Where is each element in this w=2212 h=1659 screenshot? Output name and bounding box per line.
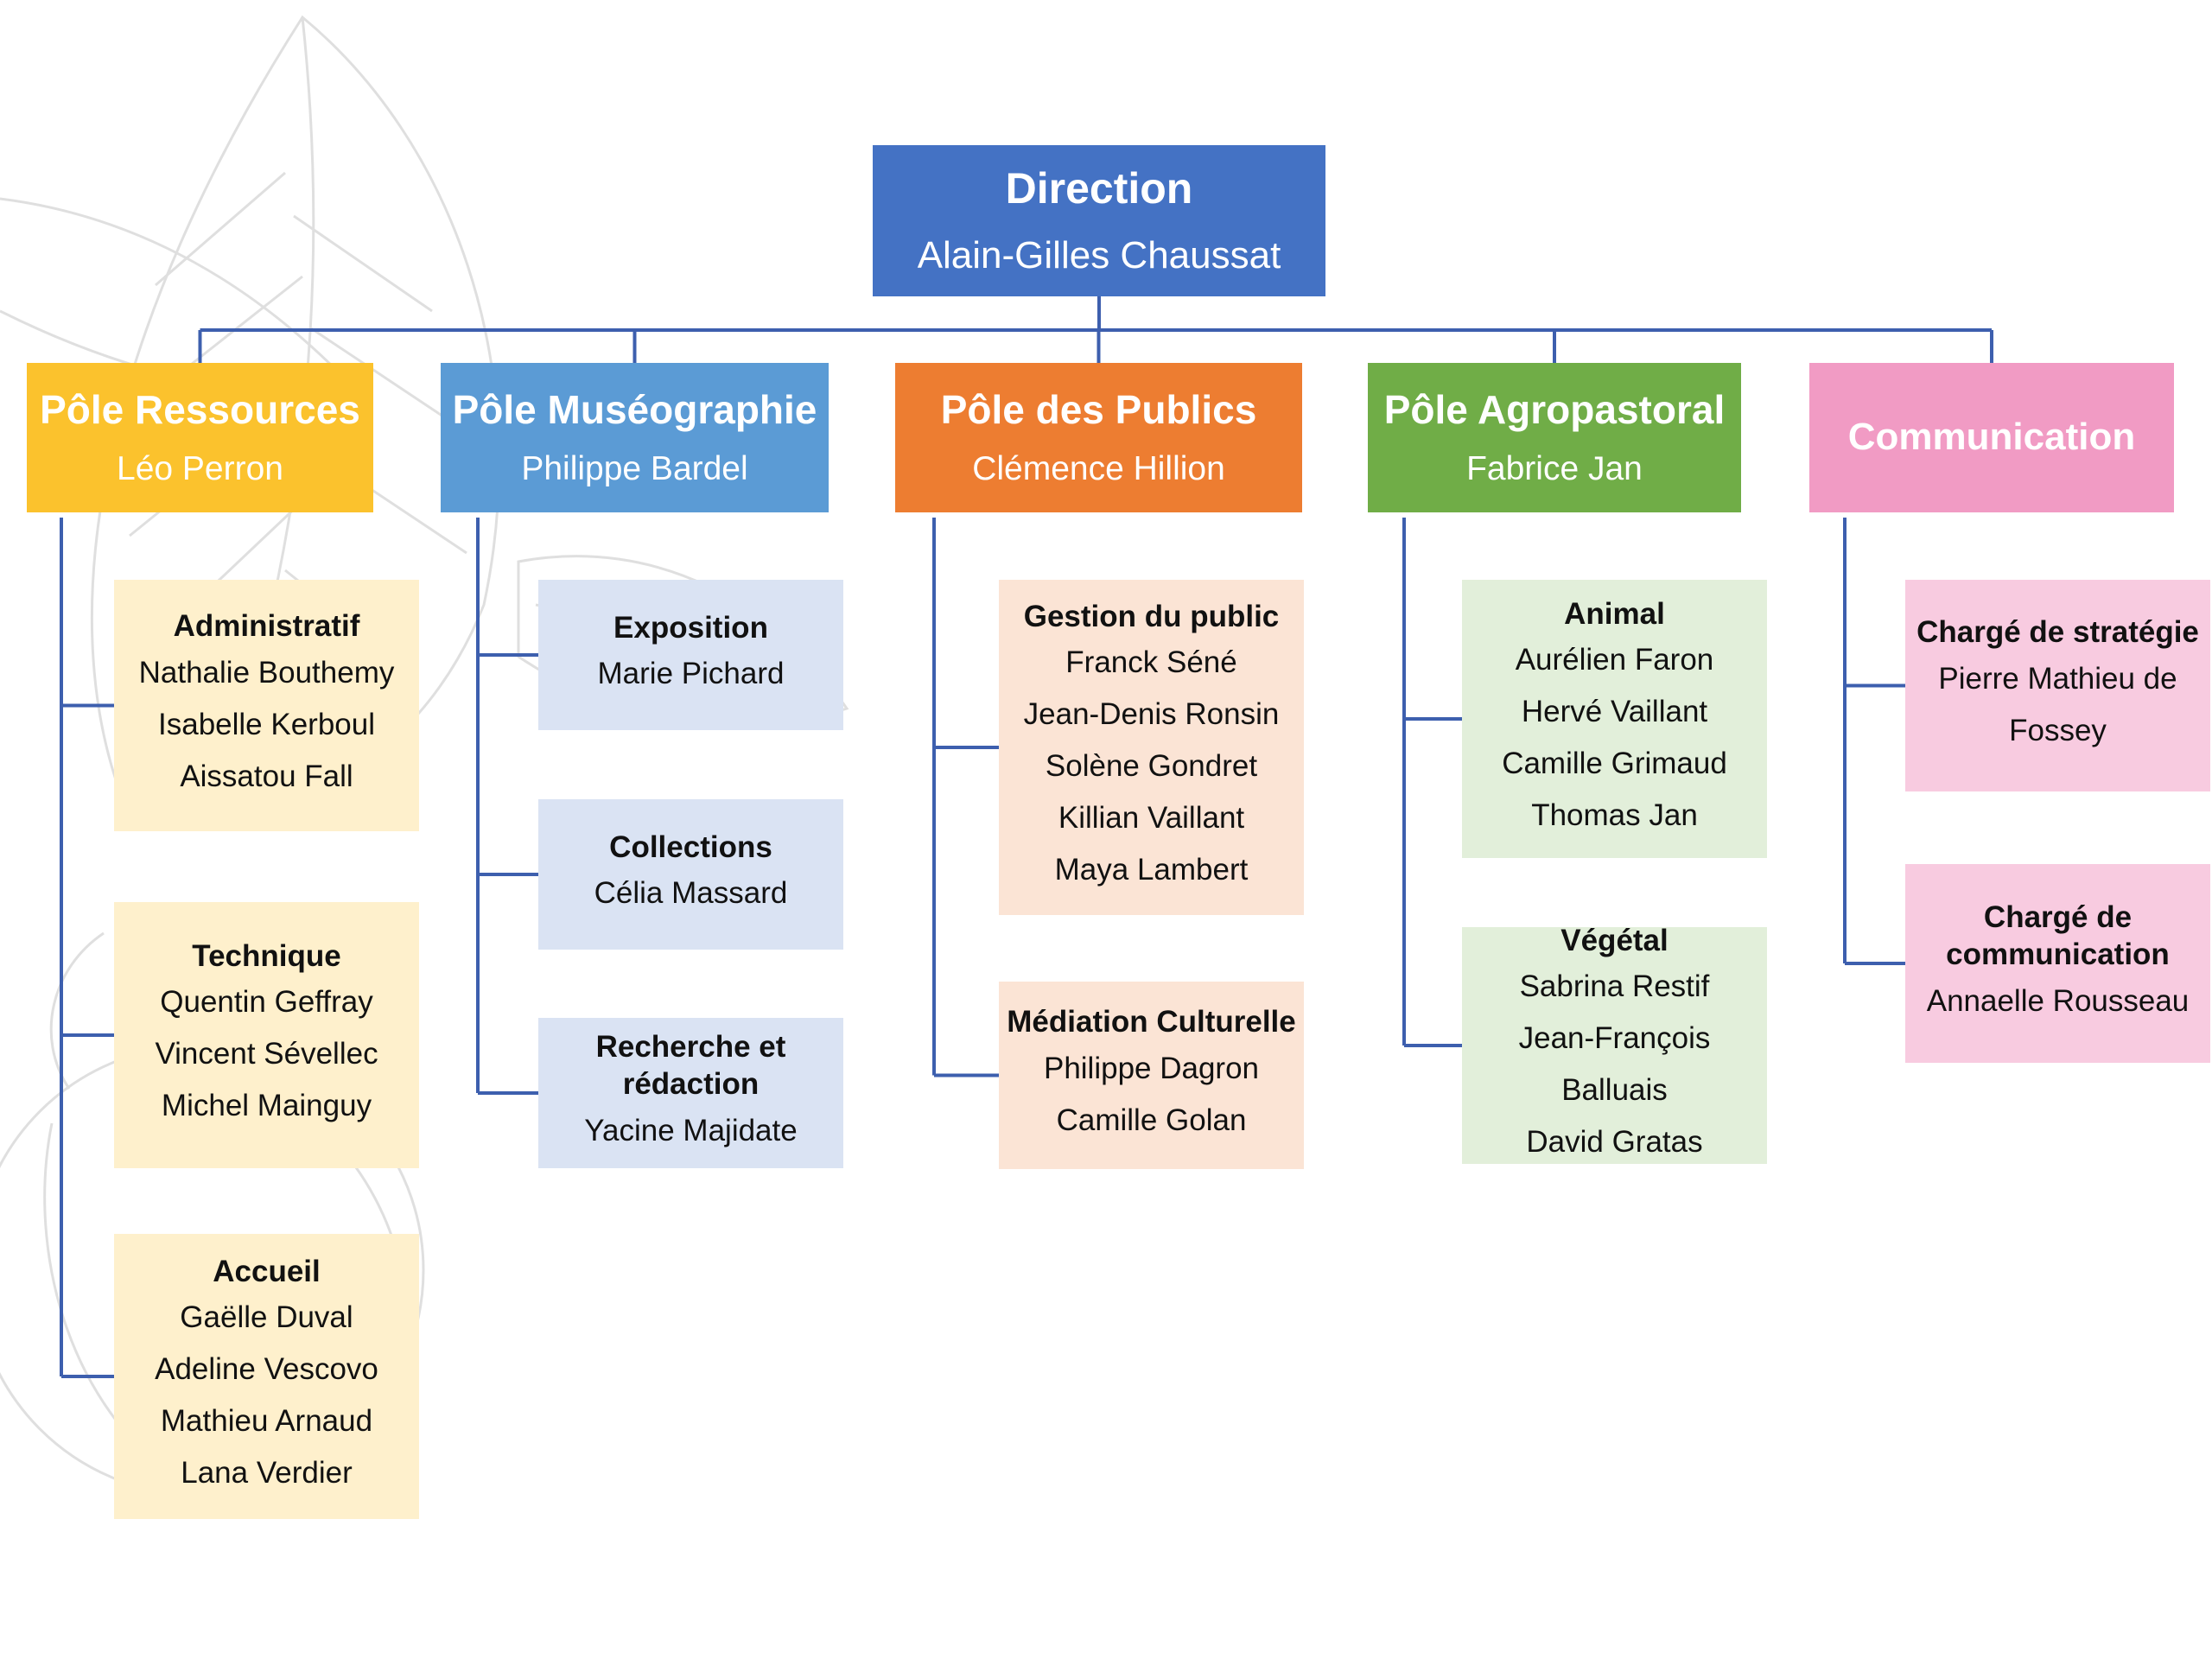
pole-title: Pôle Muséographie bbox=[452, 386, 817, 432]
unit-member: Lana Verdier bbox=[181, 1456, 353, 1491]
unit-title: Chargé de communication bbox=[1946, 900, 2170, 971]
unit-member: Gaëlle Duval bbox=[180, 1300, 353, 1335]
unit-title: Collections bbox=[609, 830, 772, 864]
unit-member: Killian Vaillant bbox=[1058, 801, 1245, 836]
unit-title: Recherche et rédaction bbox=[595, 1030, 786, 1101]
pole-head-name: Clémence Hillion bbox=[972, 449, 1225, 487]
unit-member: Célia Massard bbox=[594, 876, 788, 911]
unit-title: Végétal bbox=[1560, 923, 1669, 957]
pole-head-name: Philippe Bardel bbox=[521, 449, 748, 487]
unit-member: Philippe Dagron bbox=[1043, 1051, 1260, 1085]
unit-member: Camille Grimaud bbox=[1502, 747, 1727, 781]
unit-member: Nathalie Bouthemy bbox=[138, 655, 395, 690]
unit-member: David Gratas bbox=[1526, 1125, 1703, 1160]
pole-title: Pôle Ressources bbox=[40, 386, 360, 432]
unit-member: Quentin Geffray bbox=[160, 985, 373, 1020]
unit-member: Isabelle Kerboul bbox=[158, 707, 375, 741]
unit-member: Sabrina Restif bbox=[1519, 969, 1710, 1004]
unit-title: Gestion du public bbox=[1023, 599, 1280, 633]
unit-member: Mathieu Arnaud bbox=[160, 1404, 373, 1439]
unit-member: Aissatou Fall bbox=[180, 759, 353, 793]
pole-title: Communication bbox=[1847, 416, 2136, 459]
direction-title: Direction bbox=[1005, 164, 1193, 213]
unit-member: Jean-François Balluais bbox=[1518, 1021, 1711, 1108]
unit-title: Exposition bbox=[613, 610, 768, 645]
unit-member: Camille Golan bbox=[1056, 1103, 1247, 1137]
unit-member: Aurélien Faron bbox=[1515, 643, 1714, 677]
unit-member: Michel Mainguy bbox=[161, 1089, 372, 1123]
unit-title: Accueil bbox=[213, 1254, 321, 1288]
unit-member: Maya Lambert bbox=[1054, 853, 1249, 887]
unit-member: Yacine Majidate bbox=[584, 1113, 798, 1147]
unit-member: Pierre Mathieu de Fossey bbox=[1938, 661, 2177, 747]
unit-member: Adeline Vescovo bbox=[155, 1352, 378, 1387]
pole-head-name: Fabrice Jan bbox=[1466, 449, 1643, 487]
unit-title: Administratif bbox=[173, 609, 360, 644]
unit-member: Jean-Denis Ronsin bbox=[1023, 697, 1280, 732]
unit-title: Médiation Culturelle bbox=[1007, 1005, 1296, 1039]
pole-communication: Communication bbox=[1809, 363, 2174, 512]
direction-name: Alain-Gilles Chaussat bbox=[917, 234, 1281, 277]
unit-title: Animal bbox=[1564, 596, 1665, 631]
unit-title: Technique bbox=[192, 938, 341, 973]
unit-member: Vincent Sévellec bbox=[155, 1037, 378, 1071]
unit-member: Thomas Jan bbox=[1531, 798, 1698, 833]
unit-member: Solène Gondret bbox=[1045, 749, 1258, 784]
pole-head-name: Léo Perron bbox=[117, 449, 283, 487]
pole-title: Pôle Agropastoral bbox=[1383, 386, 1726, 432]
pole-title: Pôle des Publics bbox=[940, 386, 1257, 432]
unit-member: Hervé Vaillant bbox=[1521, 695, 1708, 729]
unit-member: Annaelle Rousseau bbox=[1926, 983, 2190, 1018]
unit-member: Franck Séné bbox=[1065, 645, 1237, 680]
unit-title: Chargé de stratégie bbox=[1916, 615, 2199, 650]
unit-member: Marie Pichard bbox=[597, 657, 785, 691]
